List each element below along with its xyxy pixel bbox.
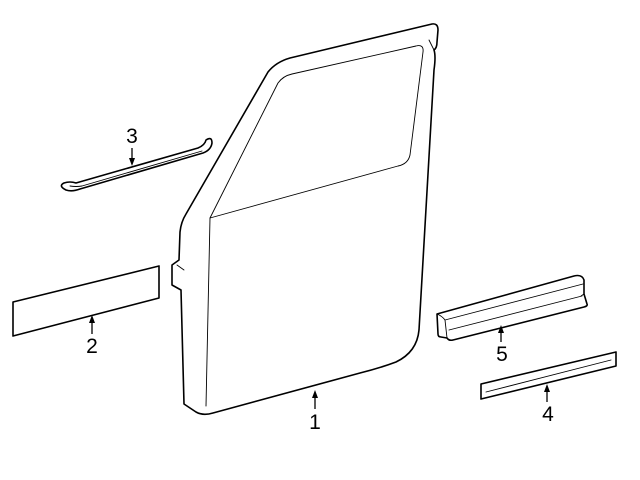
upper-weatherstrip-part[interactable] xyxy=(60,137,213,192)
lower-molding-panel-part[interactable] xyxy=(12,265,160,337)
door-shell-part[interactable] xyxy=(171,23,439,416)
callout-2-lower-molding-panel: 2 xyxy=(86,335,98,358)
leader-lines xyxy=(89,148,550,409)
rocker-molding-strip-part[interactable] xyxy=(480,351,617,400)
callout-1-door-shell: 1 xyxy=(309,411,321,434)
sill-channel-molding-part[interactable] xyxy=(436,274,588,342)
callout-3-upper-weatherstrip: 3 xyxy=(126,125,138,148)
callout-4-rocker-molding-strip: 4 xyxy=(542,403,554,426)
callout-5-sill-channel-molding: 5 xyxy=(496,343,508,366)
